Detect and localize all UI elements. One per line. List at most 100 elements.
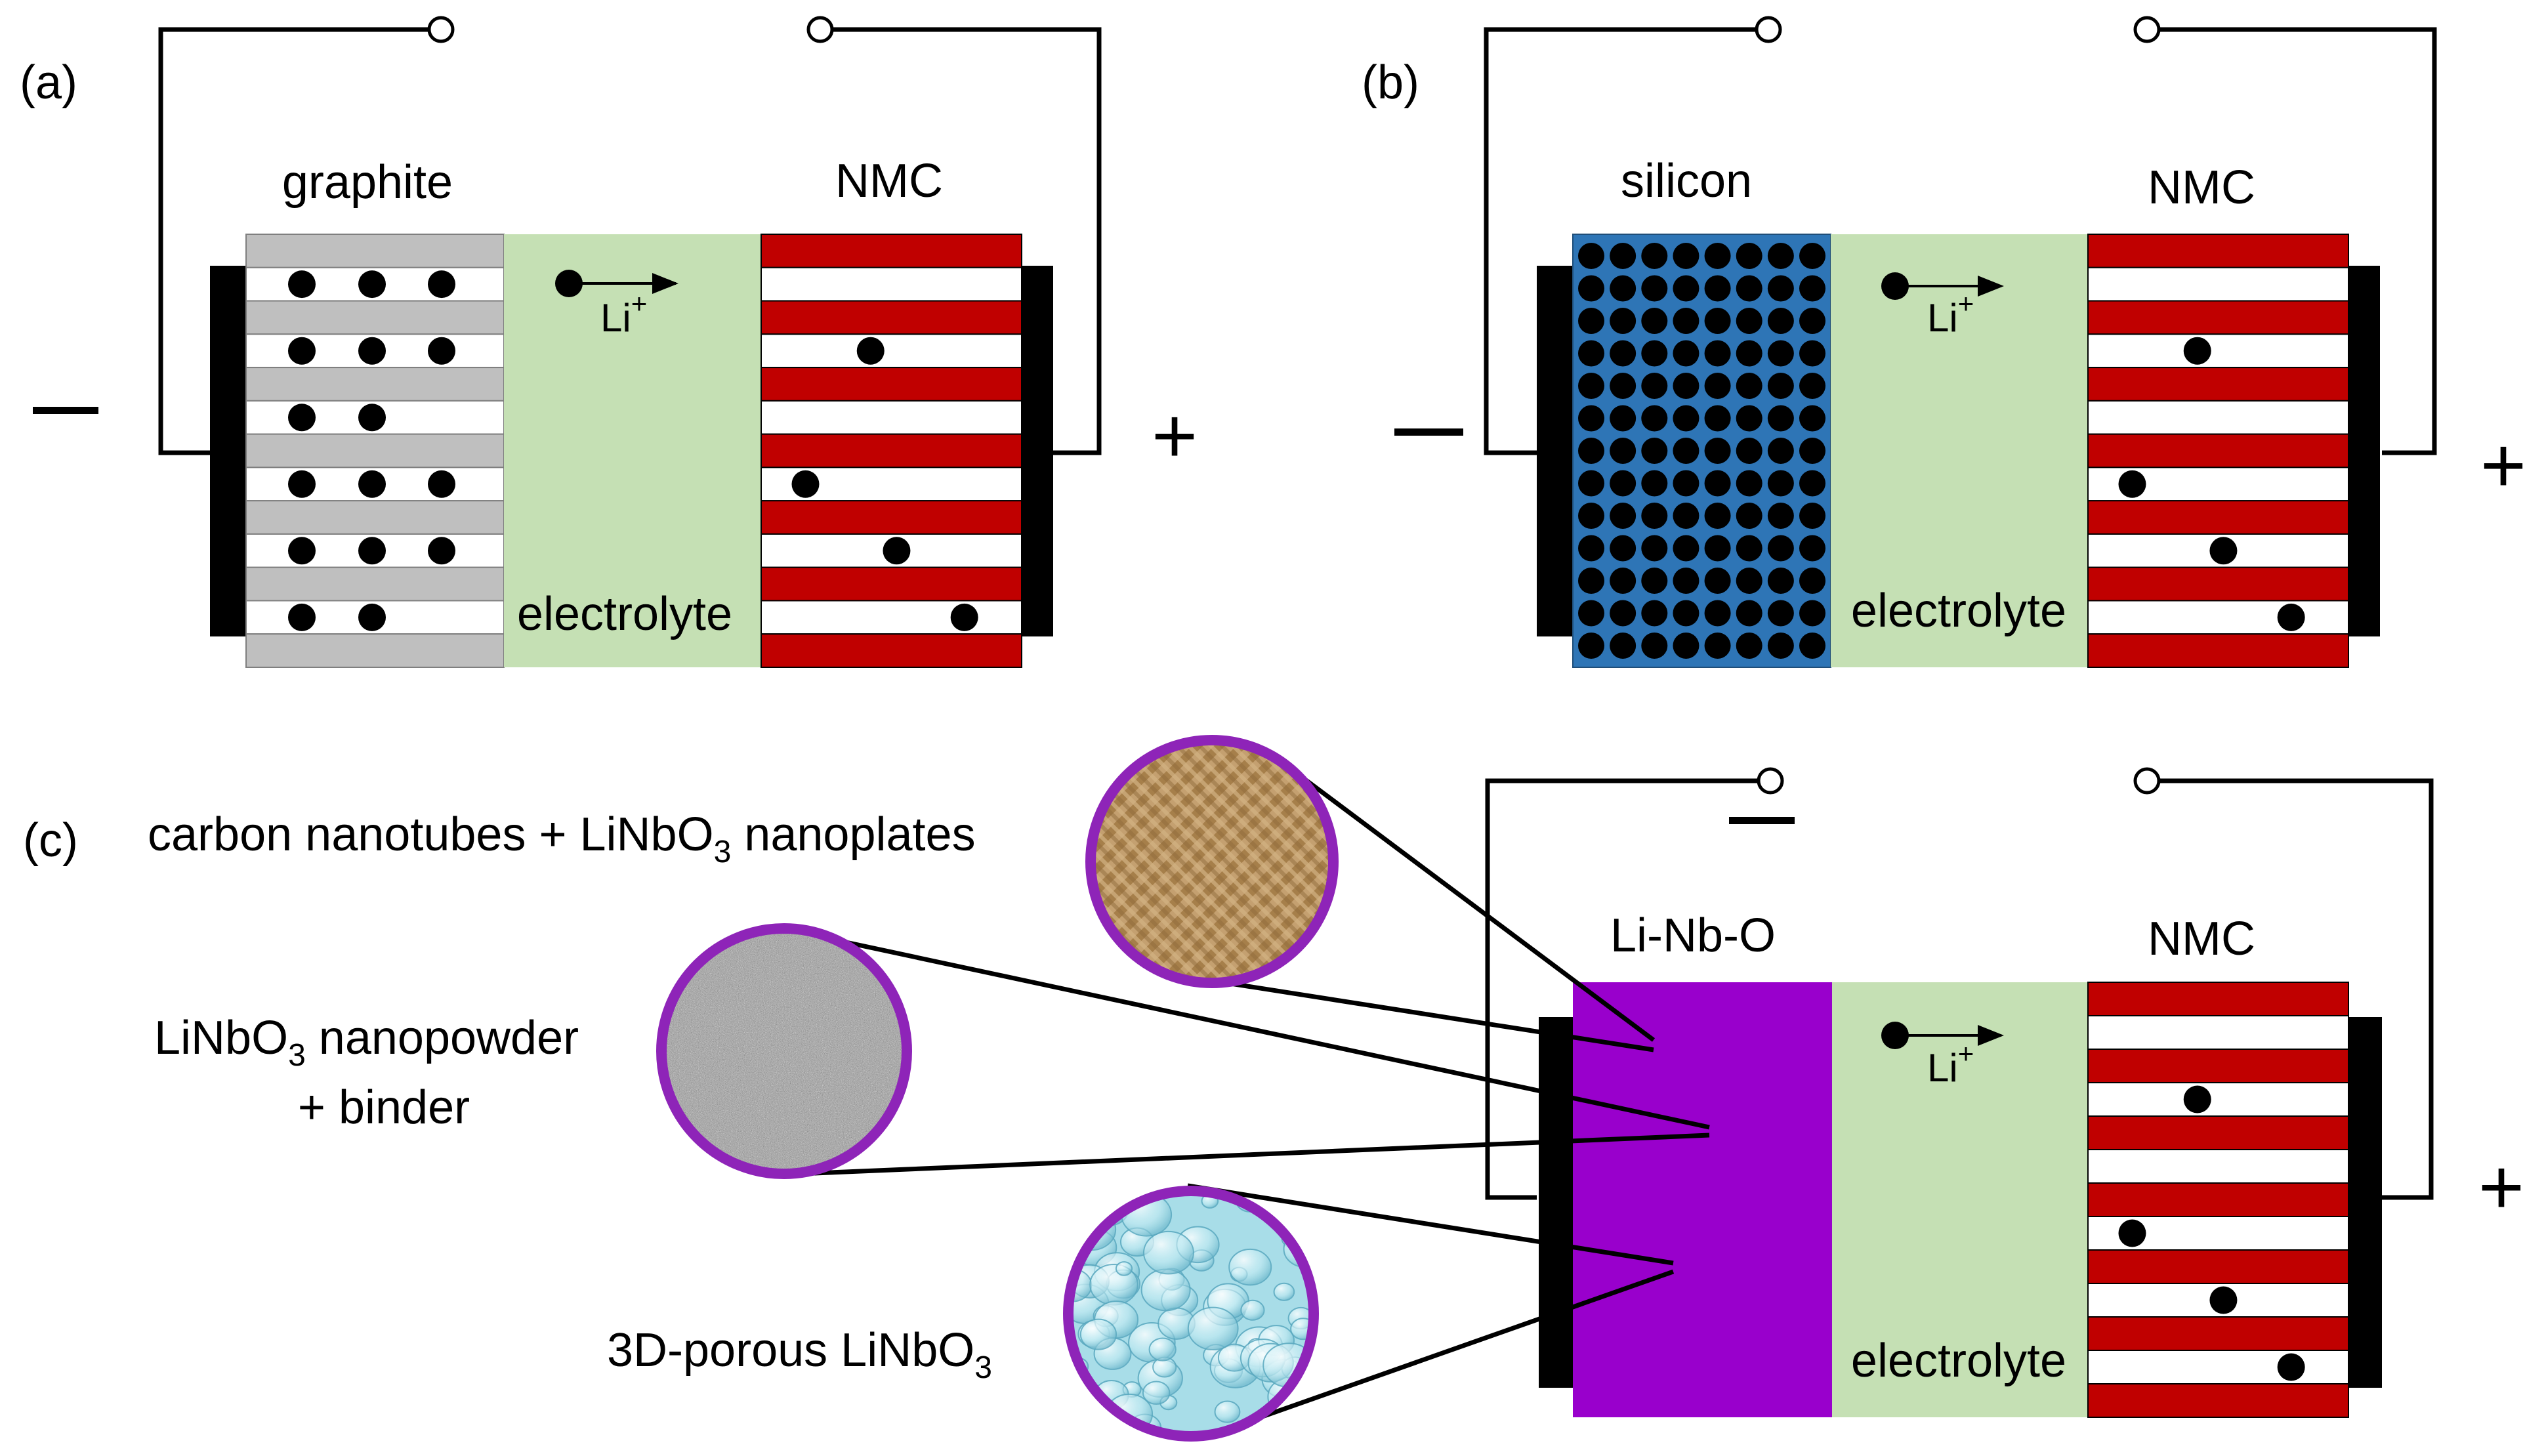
plus-sign: + xyxy=(2478,1143,2524,1231)
nmc-gap xyxy=(2087,266,2349,302)
terminal-positive xyxy=(2133,16,2161,43)
li-ion xyxy=(1799,438,1825,464)
li-ion xyxy=(1578,275,1604,302)
li-ion xyxy=(1641,438,1668,464)
terminal-negative xyxy=(1757,767,1784,795)
terminal-negative xyxy=(1755,16,1782,43)
li-ion xyxy=(2277,603,2305,631)
li-ion xyxy=(1767,243,1794,269)
plus-sign: + xyxy=(2480,421,2526,509)
li-ion xyxy=(2277,1353,2305,1381)
current-collector-anode xyxy=(210,266,246,636)
terminal-positive xyxy=(806,16,834,43)
ion-label: Li+ xyxy=(600,288,647,340)
bubble xyxy=(1115,1261,1133,1276)
li-ion xyxy=(358,537,386,565)
circuit-wire-left xyxy=(1485,778,1765,1200)
li-ion xyxy=(1610,438,1637,464)
graphite-layer xyxy=(245,433,505,468)
li-ion xyxy=(1673,568,1699,594)
nmc-gap xyxy=(761,600,1022,635)
li-ion xyxy=(288,470,316,498)
li-ion xyxy=(1736,438,1762,464)
nmc-layer xyxy=(2087,1249,2349,1284)
panel-c: (c) Li+ Li-Nb-O NMC electrolyte + xyxy=(23,735,2524,1442)
li-ion xyxy=(1736,340,1762,367)
current-collector-cathode xyxy=(2346,1017,2382,1388)
circuit-wire-left xyxy=(1484,27,1765,455)
graphite-layer xyxy=(245,633,505,669)
bubble xyxy=(1240,1299,1265,1321)
li-ion xyxy=(1578,243,1604,269)
li-ion xyxy=(1881,1022,1909,1049)
li-ion xyxy=(1704,243,1731,269)
li-ion xyxy=(1673,470,1699,497)
li-ion xyxy=(1610,243,1637,269)
nmc-gap xyxy=(761,400,1022,435)
li-ion xyxy=(1673,275,1699,302)
li-ion xyxy=(1736,600,1762,627)
li-ion xyxy=(791,470,820,498)
li-ion xyxy=(1704,633,1731,659)
electrolyte-label: electrolyte xyxy=(517,588,732,640)
graphite-layer xyxy=(245,566,505,602)
li-ion xyxy=(555,270,583,297)
li-ion xyxy=(1799,340,1825,367)
li-ion xyxy=(358,470,386,498)
li-ion xyxy=(428,537,455,565)
nmc-cathode xyxy=(761,234,1022,669)
li-ion xyxy=(1641,340,1668,367)
circuit-wire-right xyxy=(2152,778,2434,1200)
nmc-layer xyxy=(2087,1049,2349,1083)
li-ion xyxy=(1610,340,1637,367)
li-ion xyxy=(1641,503,1668,529)
anode-label: graphite xyxy=(282,156,453,209)
li-ion xyxy=(1799,308,1825,334)
nmc-layer xyxy=(2087,300,2349,335)
li-ion xyxy=(358,603,386,631)
li-ion xyxy=(1767,373,1794,399)
terminal-positive xyxy=(2133,767,2161,795)
option-nanotubes-label: carbon nanotubes + LiNbO3 nanoplates xyxy=(148,808,976,869)
li-ion xyxy=(1641,308,1668,334)
li-ion xyxy=(1610,470,1637,497)
panel-c-tag: (c) xyxy=(23,814,78,867)
li-ion xyxy=(2209,1286,2238,1314)
li-ion xyxy=(1736,503,1762,529)
li-ion xyxy=(1704,275,1731,302)
nmc-layer xyxy=(761,300,1022,335)
li-ion xyxy=(1799,243,1825,269)
panel-a-tag: (a) xyxy=(20,56,77,109)
zoom-lines xyxy=(783,776,1710,1436)
bubble xyxy=(1079,1318,1117,1350)
nmc-gap xyxy=(761,333,1022,369)
bubble xyxy=(1228,1248,1272,1286)
nmc-layer xyxy=(761,633,1022,669)
bubble xyxy=(1148,1337,1177,1362)
li-ion xyxy=(1641,568,1668,594)
cathode-label: NMC xyxy=(835,155,943,207)
li-ion xyxy=(1736,470,1762,497)
li-ion xyxy=(1673,438,1699,464)
li-ion xyxy=(1610,405,1637,432)
bubble xyxy=(1143,1230,1194,1275)
li-ion xyxy=(358,337,386,365)
li-ion xyxy=(1673,340,1699,367)
li-ion xyxy=(1673,243,1699,269)
li-ion xyxy=(1578,308,1604,334)
li-ion xyxy=(1641,243,1668,269)
nmc-gap xyxy=(2087,600,2349,635)
nmc-cathode xyxy=(2087,234,2349,669)
li-ion xyxy=(1736,405,1762,432)
li-ion xyxy=(1799,600,1825,627)
li-ion xyxy=(1578,633,1604,659)
option-nanopowder-label: LiNbO3 nanopowder xyxy=(154,1012,579,1073)
li-ion xyxy=(1578,535,1604,562)
nmc-layer xyxy=(2087,433,2349,468)
li-nb-o-anode xyxy=(1573,982,1832,1417)
li-ion xyxy=(1704,308,1731,334)
current-collector-anode xyxy=(1537,266,1573,636)
nmc-layer xyxy=(2087,633,2349,669)
nmc-layer xyxy=(761,566,1022,602)
li-ion xyxy=(1641,535,1668,562)
